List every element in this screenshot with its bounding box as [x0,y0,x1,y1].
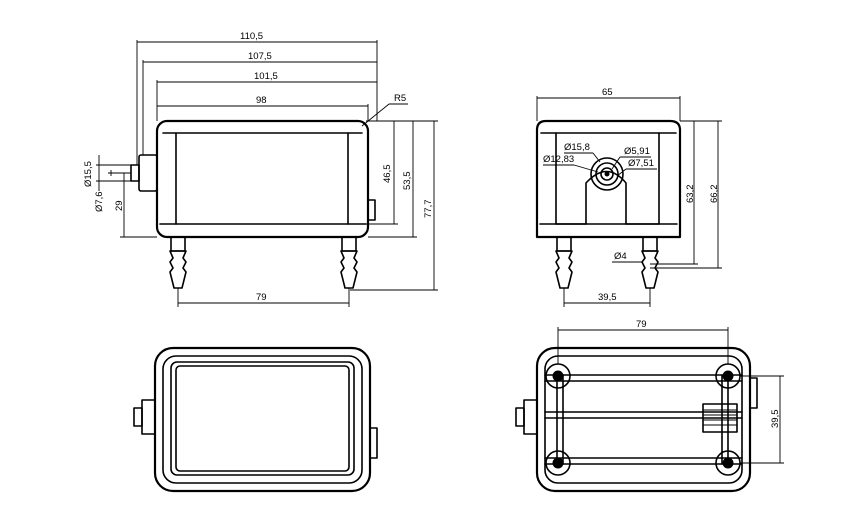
dim-79-bottom: 79 [636,319,647,330]
front-right-tab [367,199,376,221]
top-inlet-nozzle [141,399,156,435]
dim-29: 29 [114,200,125,211]
top-view [133,346,378,493]
front-left-foot [169,236,187,289]
dim-101-5: 101,5 [254,71,278,82]
top-inlet-tip [133,407,143,427]
bottom-view: 79 39,5 [515,319,784,493]
dim-39-5-bottom: 39,5 [770,410,781,429]
front-inlet-nozzle [138,154,158,192]
side-port-inner [600,167,614,181]
dim-d5-91: Ø5,91 [624,146,650,157]
bottom-grip-plate [702,403,738,433]
dim-d7-6: Ø7,6 [94,191,105,212]
side-port-outer [590,157,624,191]
dim-107-5: 107,5 [248,51,272,62]
side-left-foot [555,236,573,289]
bottom-foot-tl [545,363,571,389]
dim-d4: Ø4 [614,251,627,262]
dim-77-7: 77,7 [423,200,434,219]
dim-r5: R5 [394,93,406,104]
front-right-foot [340,236,358,289]
bottom-right-tab [749,377,758,409]
dim-66-2: 66,2 [709,185,720,204]
bottom-inlet-nozzle [523,399,538,435]
dim-d12-83: Ø12,83 [543,154,574,165]
bottom-inlet-tip [515,407,525,427]
side-u-channel [555,132,660,225]
top-inner-outline-1 [162,355,363,484]
top-inner-outline-2 [170,361,355,476]
dim-79-front: 79 [256,292,267,303]
dim-63-2: 63,2 [685,185,696,204]
side-right-foot [641,236,659,289]
top-inner-panel [175,365,350,472]
front-view: 110,5 107,5 101,5 98 R5 Ø15,5 Ø7,6 29 46… [83,31,438,307]
front-inlet-tip [130,164,140,182]
top-outer-outline [153,346,372,493]
side-body-outline [535,119,682,239]
dim-39-5-side: 39,5 [598,292,617,303]
side-port-mid [595,162,619,186]
dim-110-5: 110,5 [240,31,263,42]
dim-53-5: 53,5 [402,172,413,191]
dim-d15-8: Ø15,8 [564,142,590,153]
bottom-foot-bl [545,450,571,476]
bottom-inner-outline [544,355,743,484]
side-view: 65 Ø15,8 Ø12,83 Ø5,91 Ø7,51 63,2 66,2 Ø4… [535,87,722,307]
front-body-outline [155,119,370,239]
dim-98: 98 [256,95,267,106]
dim-65: 65 [602,87,613,98]
dim-d15-5: Ø15,5 [83,161,94,187]
dim-d7-51: Ø7,51 [628,158,654,169]
top-right-tab [369,427,378,459]
dim-46-5: 46,5 [382,165,393,184]
